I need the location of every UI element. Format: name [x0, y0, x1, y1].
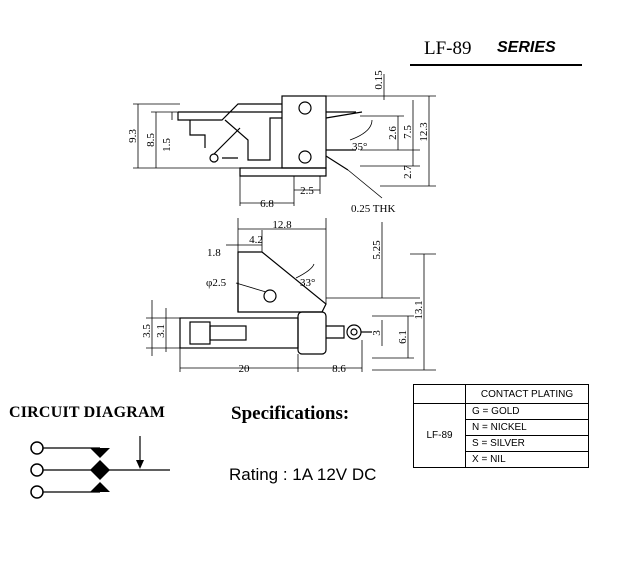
table-row: S = SILVER: [414, 435, 589, 452]
specifications-title: Specifications:: [231, 403, 350, 424]
dim-6-1: 6.1: [397, 330, 409, 344]
dim-1-8: 1.8: [207, 247, 221, 259]
circuit-diagram-title: CIRCUIT DIAGRAM: [9, 404, 166, 421]
lever-linkage: [189, 117, 282, 161]
series-title: SERIES: [497, 39, 556, 56]
bottom-bracket: [239, 167, 327, 177]
dim-3: 3: [371, 330, 383, 336]
dim-9-3: 9.3: [127, 129, 139, 143]
dim-13-1: 13.1: [413, 300, 425, 319]
lever-arm: [177, 103, 282, 121]
dim-3-5: 3.5: [141, 324, 153, 338]
contact-plating-table: CONTACT PLATING LF-89 G = GOLD N = NICKE…: [413, 384, 589, 468]
angle-33: 33°: [300, 277, 315, 289]
angle-35: 35°: [352, 141, 367, 153]
actuator-block: [297, 311, 327, 355]
dim-2-7: 2.7: [402, 165, 414, 179]
top-view-drawing: 9.3 8.5 1.5 0.15 2.6 7.5 12.3 2.7 35° 2.…: [127, 70, 436, 215]
plating-option-silver: S = SILVER: [465, 435, 589, 452]
dim-6-8: 6.8: [260, 198, 274, 210]
dim-2-5: 2.5: [300, 185, 314, 197]
title-underline: [410, 36, 582, 66]
plating-option-nickel: N = NICKEL: [465, 419, 589, 436]
model-title: LF-89: [424, 38, 472, 59]
dim-20: 20: [239, 363, 251, 375]
plating-option-gold: G = GOLD: [465, 403, 589, 420]
dim-5-25: 5.25: [371, 240, 383, 260]
dim-thickness: 0.25 THK: [351, 203, 395, 215]
rating-text: Rating : 1A 12V DC: [229, 465, 377, 484]
table-header-row: CONTACT PLATING: [413, 384, 589, 404]
hole-diameter: φ2.5: [206, 277, 227, 289]
plating-option-nil: X = NIL: [465, 451, 589, 468]
mount-hole-side: [263, 289, 277, 303]
dim-7-5: 7.5: [402, 125, 414, 139]
dim-12-3: 12.3: [418, 122, 430, 142]
side-view-drawing: 12.8 4.2 1.8 5.25 φ2.5 33° 13.1 3 6.1 3.…: [141, 218, 436, 375]
table-model-cell: LF-89: [413, 403, 466, 468]
dim-8-6: 8.6: [332, 363, 346, 375]
dim-3-1: 3.1: [155, 324, 167, 338]
mount-hole-top: [298, 101, 312, 115]
dim-0-15: 0.15: [373, 70, 385, 90]
terminals: [325, 111, 363, 171]
switch-body: [281, 95, 327, 169]
dim-8-5: 8.5: [145, 133, 157, 147]
table-row: X = NIL: [414, 451, 589, 468]
dim-12-8: 12.8: [272, 219, 292, 231]
dim-1-5: 1.5: [161, 138, 173, 152]
dim-2-6: 2.6: [387, 126, 399, 140]
terminal-eye: [346, 324, 362, 340]
mount-hole-bottom: [298, 150, 312, 164]
table-header: CONTACT PLATING: [465, 384, 589, 404]
circuit-diagram-symbol: [30, 436, 170, 499]
dim-4-2: 4.2: [249, 234, 263, 246]
